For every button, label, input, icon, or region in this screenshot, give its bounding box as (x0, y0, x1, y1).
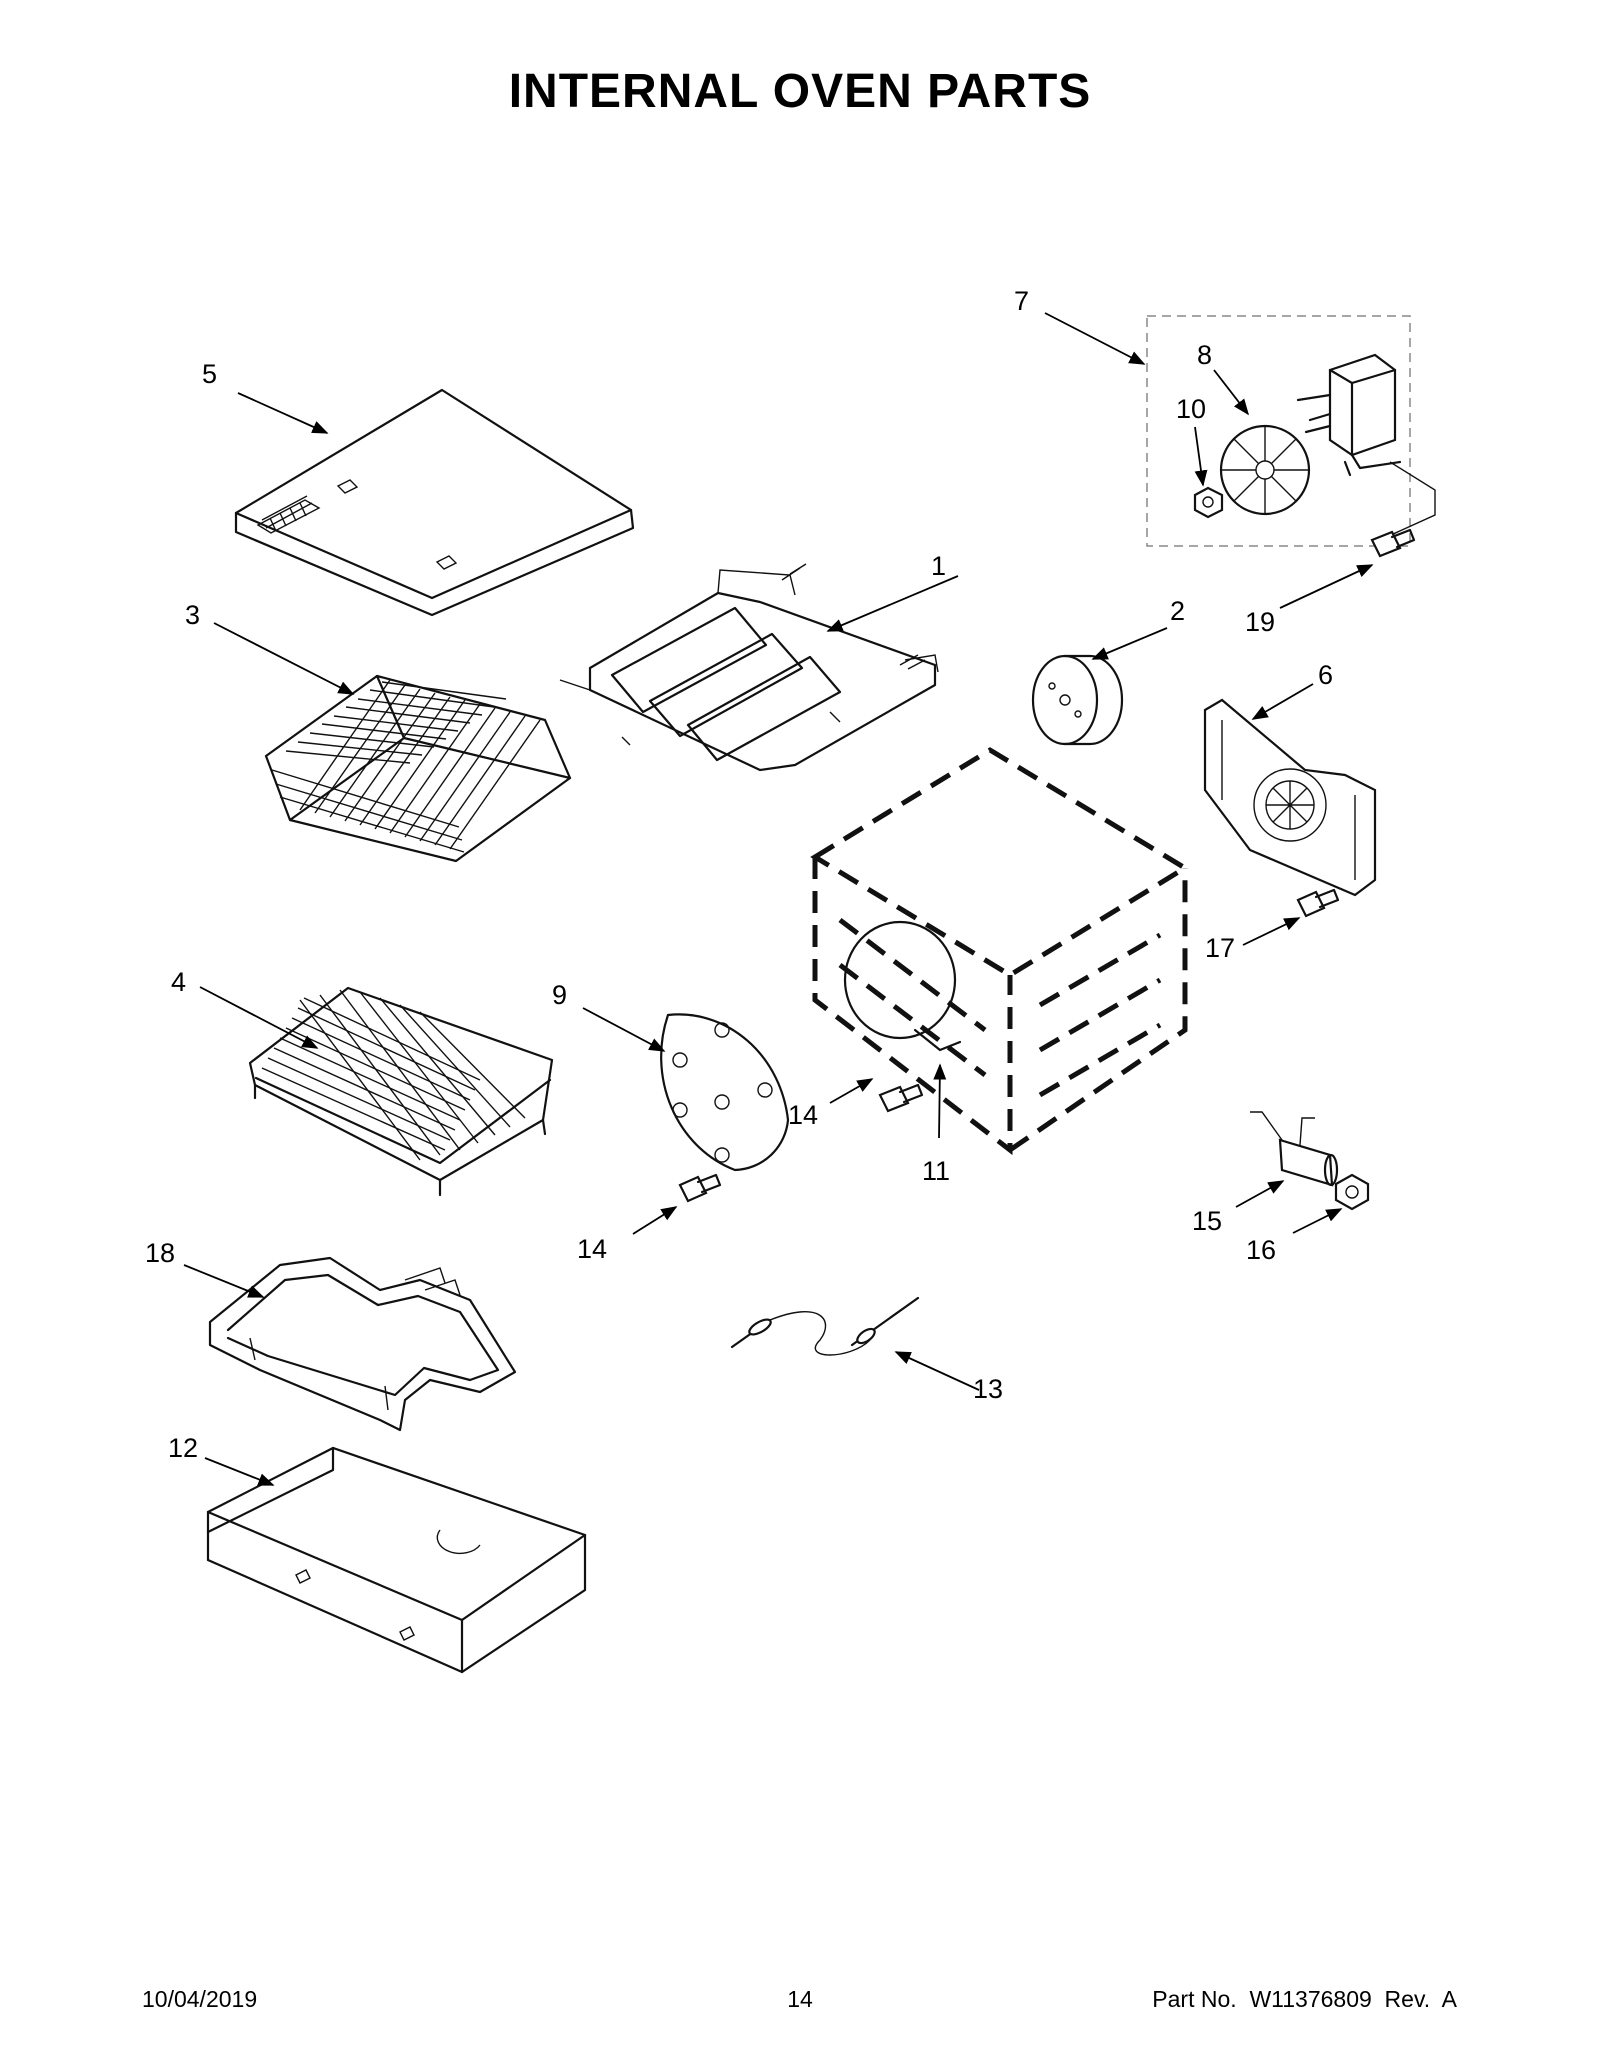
part-10-nut (1193, 486, 1224, 519)
part-18-bake-element (208, 1256, 517, 1432)
part-14-screw-lower (678, 1173, 722, 1203)
part-7-motor-assembly-box (1146, 315, 1411, 547)
callout-8: 8 (1197, 340, 1212, 370)
callout-1: 1 (931, 551, 946, 581)
part-5-bottom-panel (234, 388, 635, 617)
part-16-nut (1334, 1173, 1370, 1211)
part-9-back-panel (660, 1013, 790, 1172)
footer-part-number: Part No. W11376809 Rev. A (1152, 1986, 1457, 2012)
part-17-screw (1296, 888, 1340, 918)
callout-15: 15 (1192, 1206, 1222, 1236)
part-3-oven-rack (264, 674, 572, 863)
callout-10: 10 (1176, 394, 1206, 424)
part-11-oven-cavity (810, 747, 1190, 1156)
part-1-broil-element (559, 563, 939, 772)
callout-3: 3 (185, 600, 200, 630)
callout-19: 19 (1245, 607, 1275, 637)
callout-11: 11 (922, 1156, 950, 1186)
part-2-disc (1031, 654, 1124, 746)
callout-7: 7 (1014, 286, 1029, 316)
callout-17: 17 (1205, 933, 1235, 963)
callout-14-upper: 14 (788, 1100, 818, 1130)
part-15-sensor (1250, 1111, 1339, 1187)
footer-page-number: 14 (787, 1986, 813, 2012)
part-13-meat-probe (730, 1296, 920, 1356)
part-7-motor (1296, 353, 1436, 541)
part-14-screw-upper (878, 1083, 924, 1113)
part-19-screw (1370, 528, 1416, 558)
callout-2: 2 (1170, 596, 1185, 626)
callout-5: 5 (202, 359, 217, 389)
callout-4: 4 (171, 967, 186, 997)
callout-6: 6 (1318, 660, 1333, 690)
callout-12: 12 (168, 1433, 198, 1463)
callout-9: 9 (552, 980, 567, 1010)
part-4-rollout-rack (248, 986, 554, 1197)
callout-14-lower: 14 (577, 1234, 607, 1264)
callout-13: 13 (973, 1374, 1003, 1404)
part-12-drawer-tray (206, 1446, 587, 1674)
part-8-fan-blade (1219, 424, 1311, 516)
footer-date: 10/04/2019 (142, 1986, 258, 2012)
page-title: INTERNAL OVEN PARTS (508, 65, 1092, 118)
part-6-fan-cover (1203, 698, 1377, 897)
callout-18: 18 (145, 1238, 175, 1268)
callout-16: 16 (1246, 1235, 1276, 1265)
